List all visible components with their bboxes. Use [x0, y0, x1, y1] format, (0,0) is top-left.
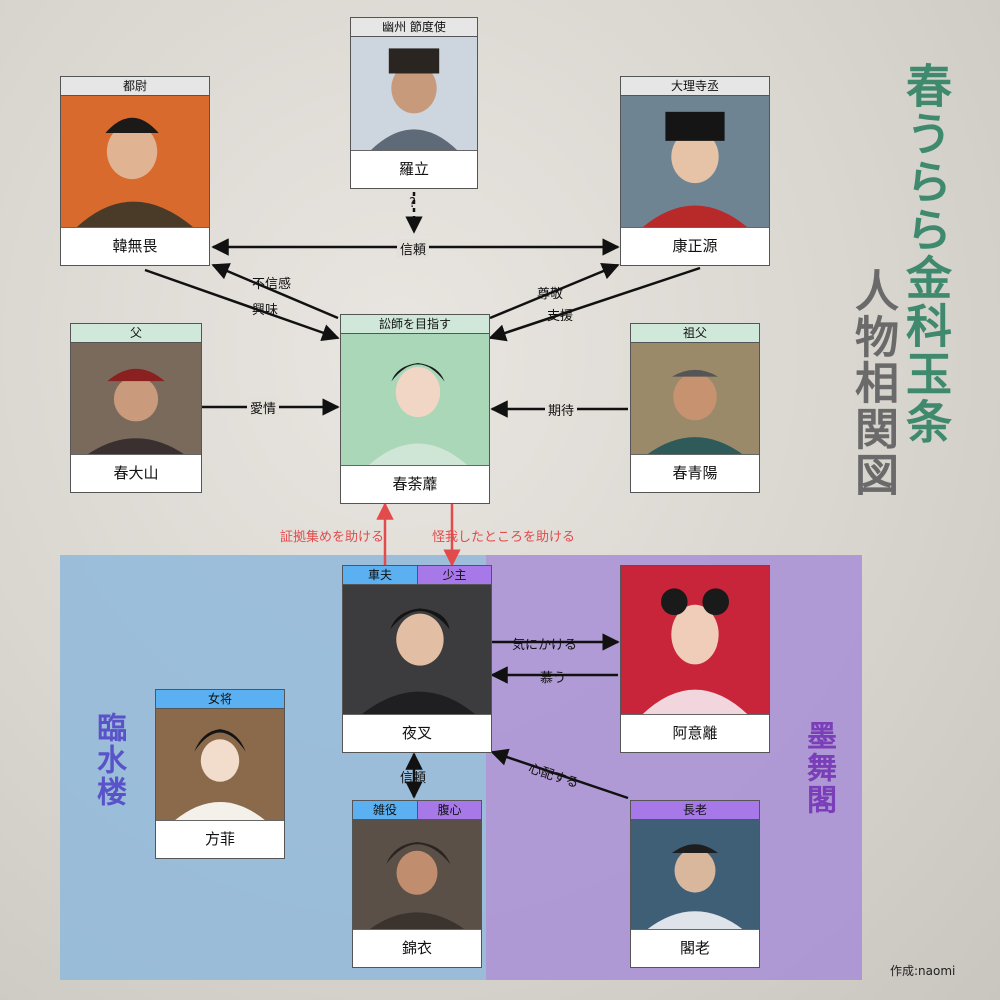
character-name: 康正源	[621, 227, 769, 265]
rel-care: 気にかける	[512, 638, 578, 653]
portrait-image	[61, 96, 209, 228]
card-jinyi[interactable]: 雑役 腹心 錦衣	[352, 800, 482, 968]
arrow-kang-to-chuntu	[488, 266, 701, 342]
rel-trust-top: 信頼	[397, 239, 430, 258]
rel-distrust: 不信感	[252, 277, 292, 292]
portrait-image	[156, 709, 284, 821]
role-tag: 幽州 節度使	[351, 18, 477, 37]
card-hanwuwei[interactable]: 都尉 韓無畏	[60, 76, 210, 266]
character-name: 春大山	[71, 454, 201, 492]
portrait-image	[621, 96, 769, 228]
card-chunqingyang[interactable]: 祖父 春青陽	[630, 323, 760, 493]
character-name: 錦衣	[353, 929, 481, 967]
character-name: 夜叉	[343, 714, 491, 752]
role-tag-2: 少主	[417, 566, 491, 585]
rel-respect: 尊敬	[537, 287, 564, 302]
group-label-right: 墨舞閣	[801, 720, 836, 816]
card-kangzhengyuan[interactable]: 大理寺丞 康正源	[620, 76, 770, 266]
role-tag-1: 雑役	[353, 801, 417, 820]
portrait-image	[351, 37, 477, 151]
rel-help-evidence: 証拠集めを助ける	[280, 530, 385, 545]
portrait-image	[341, 334, 489, 466]
card-chuntumi[interactable]: 訟師を目指す 春荼蘼	[340, 314, 490, 504]
portrait-image	[631, 343, 759, 455]
portrait-image	[631, 820, 759, 930]
card-gelao[interactable]: 長老 閣老	[630, 800, 760, 968]
credit-text: 作成:naomi	[890, 964, 956, 978]
card-luoli[interactable]: 幽州 節度使 羅立	[350, 17, 478, 189]
character-name: 韓無畏	[61, 227, 209, 265]
role-tag: 都尉	[61, 77, 209, 96]
rel-support: 支援	[547, 309, 574, 324]
rel-help-injury: 怪我したところを助ける	[432, 530, 576, 545]
role-tag-1: 車夫	[343, 566, 417, 585]
portrait-image	[71, 343, 201, 455]
card-ayili[interactable]: 阿意離	[620, 565, 770, 753]
arrow-han-to-chuntu	[144, 268, 340, 342]
role-tag: 父	[71, 324, 201, 343]
card-fangfei[interactable]: 女将 方菲	[155, 689, 285, 859]
character-name: 羅立	[351, 150, 477, 188]
character-name: 閣老	[631, 929, 759, 967]
arrow-chuntu-to-kang	[489, 262, 620, 320]
role-tag: 長老	[631, 801, 759, 820]
rel-adore: 慕う	[540, 671, 567, 686]
character-name: 阿意離	[621, 714, 769, 752]
portrait-image	[353, 820, 481, 930]
arrow-gelao-to-yecha	[490, 748, 629, 800]
rel-trust-bottom: 信頼	[400, 771, 427, 786]
group-label-left: 臨水楼	[91, 712, 126, 808]
rel-interest: 興味	[252, 303, 279, 318]
role-tag: 祖父	[631, 324, 759, 343]
rel-luoli-question: ?	[409, 196, 416, 211]
diagram-subtitle: 人物相関図	[847, 268, 898, 498]
character-name: 春青陽	[631, 454, 759, 492]
portrait-image	[343, 585, 491, 715]
rel-love: 愛情	[247, 398, 280, 417]
portrait-image	[621, 566, 769, 715]
role-tag: 女将	[156, 690, 284, 709]
character-name: 方菲	[156, 820, 284, 858]
character-name: 春荼蘼	[341, 465, 489, 503]
card-yecha[interactable]: 車夫 少主 夜叉	[342, 565, 492, 753]
card-chundashan[interactable]: 父 春大山	[70, 323, 202, 493]
role-tag: 訟師を目指す	[341, 315, 489, 334]
role-tag: 大理寺丞	[621, 77, 769, 96]
role-tag-2: 腹心	[417, 801, 481, 820]
arrow-chuntu-to-han	[211, 263, 339, 320]
diagram-title: 春うらら金科玉条	[899, 62, 953, 446]
rel-expect: 期待	[545, 400, 578, 419]
